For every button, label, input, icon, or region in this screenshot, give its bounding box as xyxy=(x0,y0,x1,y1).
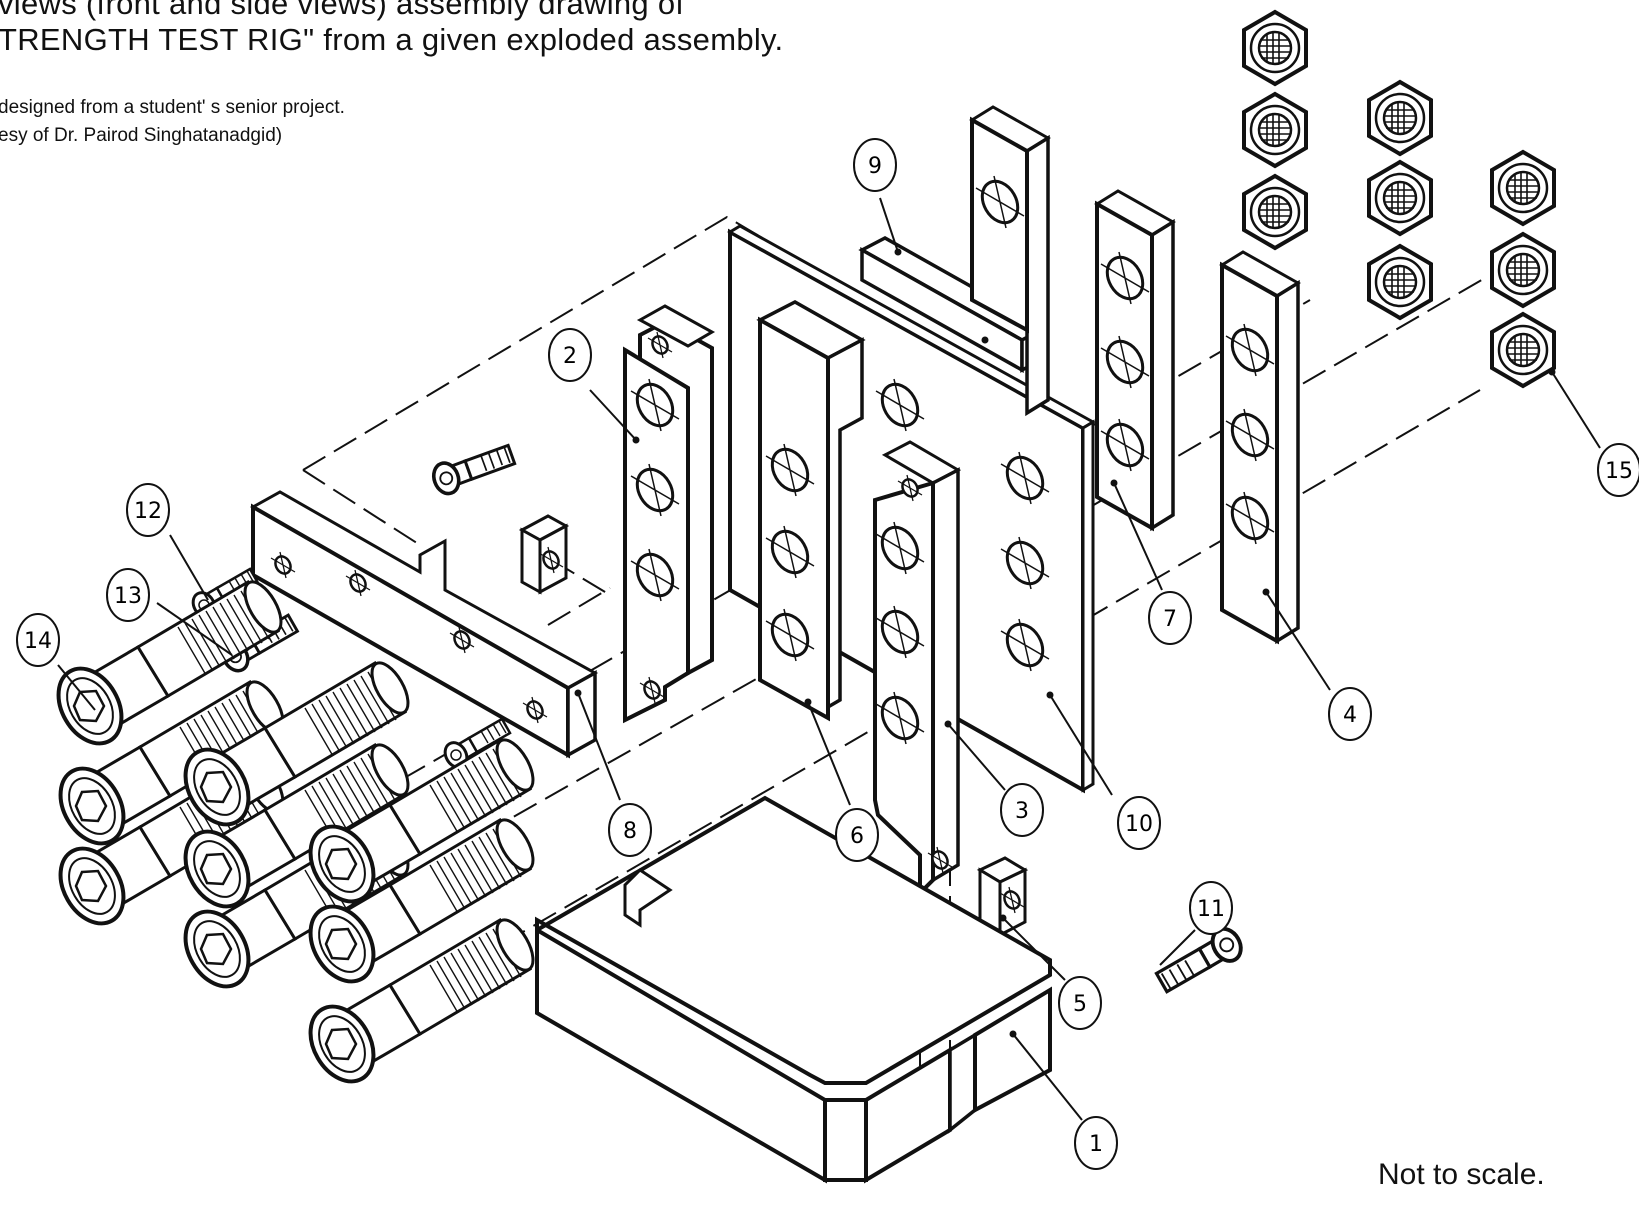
balloon-15: 15 xyxy=(1597,443,1639,497)
balloon-6: 6 xyxy=(835,808,879,862)
part-8-horizontal-bar xyxy=(249,490,599,759)
drawing-title-line-2: TRENGTH TEST RIG" from a given exploded … xyxy=(0,22,784,57)
balloon-4: 4 xyxy=(1328,687,1372,741)
svg-text:13: 13 xyxy=(114,584,142,609)
svg-text:8: 8 xyxy=(623,819,637,844)
part-1-base-block xyxy=(535,795,1052,1184)
credit-note-line-2: esy of Dr. Pairod Singhatanadgid) xyxy=(0,125,283,146)
svg-text:11: 11 xyxy=(1197,897,1225,922)
part-5-nut-block xyxy=(976,856,1029,938)
svg-text:1: 1 xyxy=(1089,1132,1103,1157)
svg-text:4: 4 xyxy=(1343,703,1357,728)
part-7-back-strip xyxy=(1094,189,1176,532)
svg-text:14: 14 xyxy=(24,629,52,654)
balloon-13: 13 xyxy=(106,568,150,622)
balloon-leader-lines xyxy=(57,197,1601,1121)
balloon-1: 1 xyxy=(1074,1116,1118,1170)
svg-text:5: 5 xyxy=(1073,992,1087,1017)
screw-part-11 xyxy=(1154,921,1249,994)
balloon-3: 3 xyxy=(1000,783,1044,837)
svg-text:12: 12 xyxy=(134,499,162,524)
rear-vertical-strip xyxy=(969,105,1051,417)
balloon-9: 9 xyxy=(853,138,897,192)
balloon-12: 12 xyxy=(126,483,170,537)
part-4-front-strip xyxy=(1219,250,1301,645)
svg-text:3: 3 xyxy=(1015,799,1029,824)
svg-text:6: 6 xyxy=(850,824,864,849)
part-3-front-upright xyxy=(873,440,962,898)
balloon-8: 8 xyxy=(608,803,652,857)
balloon-10: 10 xyxy=(1117,796,1161,850)
balloon-7: 7 xyxy=(1148,591,1192,645)
small-spacer-block xyxy=(518,514,570,595)
svg-text:15: 15 xyxy=(1605,459,1633,484)
balloon-2: 2 xyxy=(548,328,592,382)
balloon-5: 5 xyxy=(1058,976,1102,1030)
svg-text:10: 10 xyxy=(1125,812,1153,837)
svg-text:2: 2 xyxy=(563,344,577,369)
drawing-title-line-1: views (front and side views) assembly dr… xyxy=(0,0,685,21)
svg-text:9: 9 xyxy=(868,154,882,179)
scale-note: Not to scale. xyxy=(1378,1158,1545,1191)
credit-note-line-1: designed from a student' s senior projec… xyxy=(0,97,345,118)
balloon-11: 11 xyxy=(1189,881,1233,935)
svg-text:7: 7 xyxy=(1163,607,1177,632)
part-6-angle-column xyxy=(756,300,866,722)
balloon-14: 14 xyxy=(16,613,60,667)
part-2-upright-bracket xyxy=(623,304,716,724)
